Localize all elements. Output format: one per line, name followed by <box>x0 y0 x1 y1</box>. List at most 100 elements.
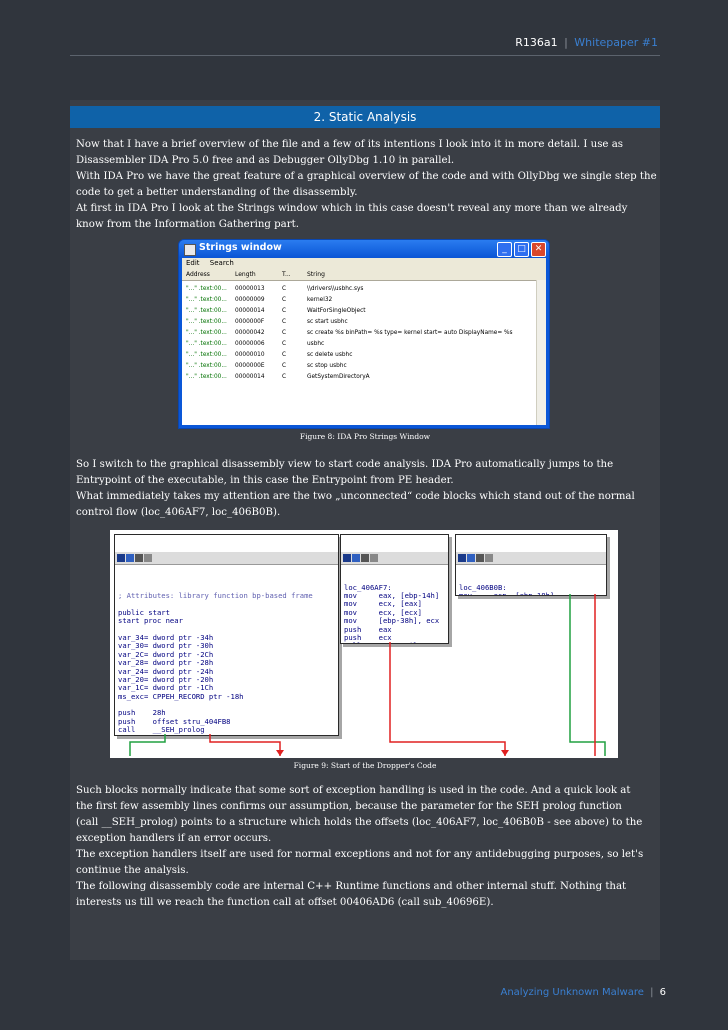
cell-string: GetSystemDirectoryA <box>307 374 370 380</box>
code-line: mov [ebp-38h], ecx <box>344 616 440 626</box>
paragraph-exception-handling: Such blocks normally indicate that some … <box>76 783 658 911</box>
code-line: var_30= dword ptr -30h <box>118 641 214 651</box>
cell-address: "..." .text:00... <box>186 308 227 314</box>
text-line: interests us till we reach the function … <box>76 897 494 908</box>
text-line: Such blocks normally indicate that some … <box>76 785 631 796</box>
cell-address: "..." .text:00... <box>186 374 227 380</box>
text-line: At first in IDA Pro I look at the String… <box>76 203 628 214</box>
cell-address: "..." .text:00... <box>186 286 227 292</box>
block-header <box>456 551 606 565</box>
header-rule <box>70 55 660 56</box>
navigate-icon <box>352 553 360 562</box>
strings-window-menubar: Edit Search <box>182 258 546 269</box>
table-row: "..." .text:00... 00000014 C WaitForSingleO… <box>182 306 546 317</box>
figure-8-caption: Figure 8: IDA Pro Strings Window <box>299 432 431 441</box>
code-line: mov eax, [ebp-14h] <box>344 591 440 601</box>
app-icon <box>184 244 196 256</box>
cell-length: 0000000E <box>235 363 265 369</box>
header-separator: | <box>564 36 568 49</box>
col-type: T... <box>282 271 291 278</box>
cell-type: C <box>282 297 287 303</box>
code-line: start proc near <box>118 616 183 626</box>
code-line: var_2C= dword ptr -2Ch <box>118 649 214 659</box>
code-line: push offset stru_404FB8 <box>118 716 231 726</box>
cell-string: kernel32 <box>307 297 333 303</box>
ida-block-loc-406b0b: loc_406B0B:mov esp, [ebp-18h]mov esi, [e… <box>455 534 607 596</box>
code-line: xor edi, edi <box>118 734 336 735</box>
menu-edit: Edit <box>186 259 200 267</box>
edge-green <box>129 734 166 756</box>
graph-icon <box>343 553 351 562</box>
text-line: exception handlers if an error occurs. <box>76 833 272 844</box>
cell-address: "..." .text:00... <box>186 319 227 325</box>
text-line: The following disassembly code are inter… <box>76 881 627 892</box>
maximize-icon: □ <box>514 242 529 257</box>
page-header: R136a1 | Whitepaper #1 <box>515 36 658 49</box>
page-number: 6 <box>659 987 666 998</box>
block-header <box>341 551 448 565</box>
section-title-bar: 2. Static Analysis <box>70 106 660 128</box>
cell-string: sc delete usbhc <box>307 352 353 358</box>
code-line: var_28= dword ptr -28h <box>118 658 214 668</box>
ida-graph-screenshot: ; Attributes: library function bp-based … <box>110 530 618 758</box>
edge-red <box>209 734 281 756</box>
code-line: mov ecx, [ecx] <box>344 607 422 617</box>
code-line: public start <box>118 607 170 617</box>
block-code: loc_406B0B:mov esp, [ebp-18h]mov esi, [e… <box>456 582 606 596</box>
cell-type: C <box>282 319 287 325</box>
paragraph-graph-view: So I switch to the graphical disassembly… <box>76 457 658 521</box>
block-code: ; Attributes: library function bp-based … <box>115 582 338 735</box>
color-icon <box>370 553 378 562</box>
code-line: mov esp, [ebp-18h] <box>459 591 555 596</box>
strings-table-header: Address Length T... String <box>182 269 546 281</box>
text-line: code to get a better understanding of th… <box>76 187 358 198</box>
graph-edges <box>129 594 606 756</box>
code-line: ms_exc= CPPEH_RECORD ptr -18h <box>118 691 244 701</box>
code-line: loc_406AF7: <box>344 583 446 592</box>
figure-9-caption: Figure 9: Start of the Dropper's Code <box>293 761 437 770</box>
cell-length: 00000014 <box>235 374 265 380</box>
cell-length: 00000010 <box>235 352 265 358</box>
cell-type: C <box>282 286 287 292</box>
cell-type: C <box>282 308 287 314</box>
page-footer: Analyzing Unknown Malware | 6 <box>500 987 666 998</box>
cell-string: sc stop usbhc <box>307 363 347 369</box>
code-line: mov ecx, [eax] <box>344 599 422 609</box>
edge-red <box>389 642 506 756</box>
code-line: push eax <box>344 624 392 634</box>
cell-type: C <box>282 341 287 347</box>
cell-length: 0000000F <box>235 319 265 325</box>
cell-length: 00000013 <box>235 286 265 292</box>
text-icon <box>135 553 143 562</box>
strings-table: Address Length T... String "..." .text:0… <box>182 269 546 425</box>
text-icon <box>361 553 369 562</box>
text-line: So I switch to the graphical disassembly… <box>76 459 614 470</box>
navigate-icon <box>467 553 475 562</box>
text-line: Entrypoint of the executable, in this ca… <box>76 475 454 486</box>
arrow-head <box>276 750 284 756</box>
cell-length: 00000042 <box>235 330 265 336</box>
code-line: ; Attributes: library function bp-based … <box>118 591 313 601</box>
menu-search: Search <box>209 259 234 267</box>
cell-type: C <box>282 330 287 336</box>
paragraph-intro: Now that I have a brief overview of the … <box>76 137 658 233</box>
block-code: loc_406AF7:mov eax, [ebp-14h]mov ecx, [e… <box>341 582 448 643</box>
col-string: String <box>307 271 325 278</box>
code-line: var_20= dword ptr -20h <box>118 674 214 684</box>
edge-green <box>569 594 606 756</box>
cell-string: sc start usbhc <box>307 319 348 325</box>
text-line: continue the analysis. <box>76 865 189 876</box>
code-line: call __XcptFilter <box>344 641 446 643</box>
col-length: Length <box>235 271 256 278</box>
cell-type: C <box>282 363 287 369</box>
cell-string: WaitForSingleObject <box>307 308 366 314</box>
cell-length: 00000014 <box>235 308 265 314</box>
col-address: Address <box>186 271 210 278</box>
